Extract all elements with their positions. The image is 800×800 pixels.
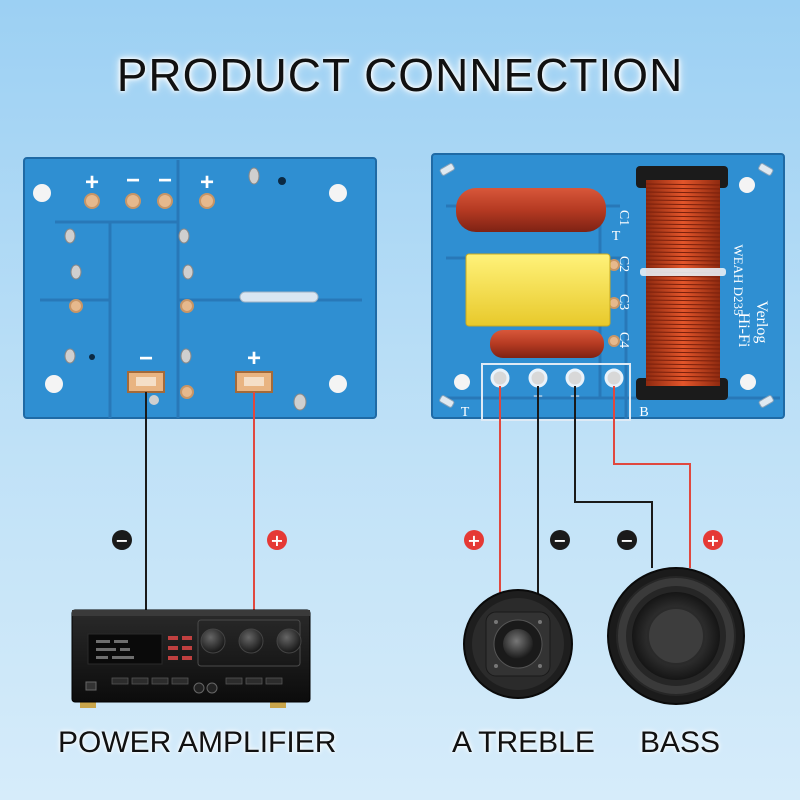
left-silk-plus-2: + xyxy=(200,169,214,196)
bass-speaker-image xyxy=(607,567,745,705)
amplifier-label: POWER AMPLIFIER xyxy=(58,726,337,759)
bass-positive-badge xyxy=(703,530,723,550)
bass-negative-badge xyxy=(617,530,637,550)
bass-positive-symbol: + xyxy=(706,531,719,550)
right-silk-t-bottom: T xyxy=(461,405,470,420)
amp-negative-badge xyxy=(112,530,132,550)
power-amplifier-image xyxy=(71,609,311,708)
amp-positive-badge xyxy=(267,530,287,550)
bass-negative-symbol: − xyxy=(620,531,633,550)
right-silk-c3: C3 xyxy=(616,294,631,310)
left-crossover-board xyxy=(23,157,377,419)
right-silk-model: Verlog xyxy=(753,301,770,344)
treble-label: A TREBLE xyxy=(452,726,595,759)
treble-negative-symbol: − xyxy=(553,531,566,550)
right-silk-c4: C4 xyxy=(616,332,631,348)
bass-label: BASS xyxy=(640,726,721,759)
treble-negative-badge xyxy=(550,530,570,550)
left-terminal-plus: + xyxy=(247,345,261,372)
wire-bass-positive xyxy=(613,386,691,568)
treble-positive-symbol: + xyxy=(467,531,480,550)
right-silk-hifi: Hi-Fi xyxy=(735,313,752,348)
amp-negative-symbol: − xyxy=(115,531,128,550)
right-silk-t-top: T xyxy=(612,229,621,244)
right-crossover-board xyxy=(431,153,785,421)
left-silk-minus-1: − xyxy=(126,167,140,194)
treble-positive-badge xyxy=(464,530,484,550)
left-silk-minus-2: − xyxy=(158,167,172,194)
page-title: PRODUCT CONNECTION xyxy=(116,49,684,101)
amp-positive-symbol: + xyxy=(270,531,283,550)
right-silk-b-bottom: B xyxy=(639,405,648,420)
right-silk-c1: C1 xyxy=(616,210,631,226)
right-silk-brand: WEAH D235 xyxy=(731,244,746,315)
left-silk-plus-1: + xyxy=(85,169,99,196)
treble-speaker-image xyxy=(463,589,573,699)
left-terminal-minus: − xyxy=(139,345,153,372)
wire-bass-negative xyxy=(574,386,653,568)
right-silk-c2: C2 xyxy=(616,256,631,272)
